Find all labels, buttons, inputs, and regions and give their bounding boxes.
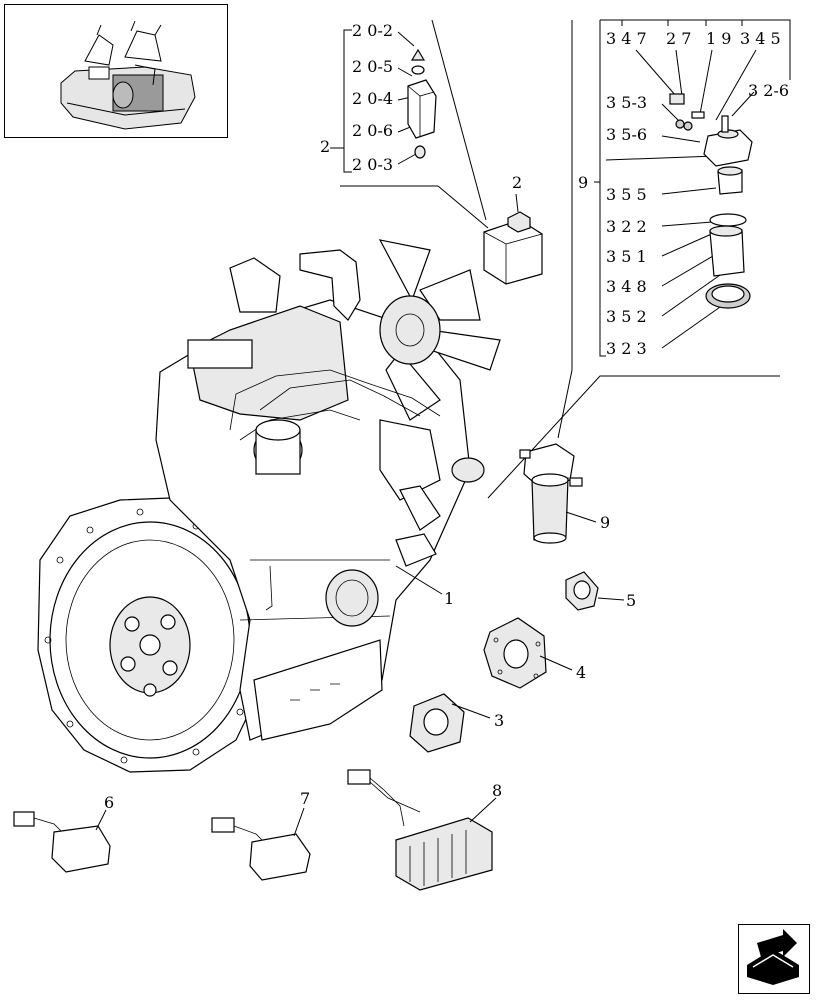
callout-9: 9 — [600, 513, 610, 532]
next-page-button[interactable] — [738, 924, 810, 994]
label-top-4: 3 4 5 — [740, 29, 781, 48]
callout-8: 8 — [492, 781, 502, 800]
label-top-3: 1 9 — [706, 29, 731, 48]
label-2-0-2: 2 0-2 — [352, 21, 393, 40]
machine-thumbnail-icon — [60, 20, 196, 130]
hose-icon — [399, 485, 441, 531]
o-ring-large-icon — [709, 213, 747, 227]
o-ring-icon — [411, 65, 425, 75]
callout-1: 1 — [444, 589, 454, 608]
connector-icon — [347, 769, 371, 785]
label-2-0-3: 2 0-3 — [352, 155, 393, 174]
voltage-regulator-icon — [395, 817, 493, 891]
thermostat-housing-icon — [229, 257, 281, 313]
cap-icon — [410, 48, 426, 61]
label-2-0-5: 2 0-5 — [352, 57, 393, 76]
callout-6: 6 — [104, 793, 114, 812]
callout-9-box: 9 — [578, 173, 588, 192]
label-3-5-3: 3 5-3 — [606, 93, 647, 112]
timer-module-icon — [249, 833, 311, 881]
container-cap-icon — [507, 211, 531, 233]
bracket-top-line — [600, 19, 791, 80]
label-top-2: 2 7 — [666, 29, 691, 48]
callout-7: 7 — [300, 789, 310, 808]
label-2-side: 2 — [320, 137, 330, 156]
relay-module-icon — [51, 825, 111, 873]
switch-body-icon — [407, 79, 437, 139]
part-9-fuel-filter: 9 — [487, 375, 780, 544]
label-3-5-2: 3 5 2 — [606, 307, 647, 326]
part-4-gasket: 4 — [483, 617, 586, 689]
water-outlet-icon — [299, 249, 361, 321]
filter-head-icon — [703, 129, 753, 167]
label-3-2-2: 3 2 2 — [606, 217, 647, 236]
label-3-5-1: 3 5 1 — [606, 247, 647, 266]
leader-2-box — [437, 185, 489, 229]
fan-pulley-icon — [379, 295, 441, 365]
seal-icon — [675, 119, 685, 129]
label-3-2-3: 3 2 3 — [606, 339, 647, 358]
bleed-screw-icon — [669, 93, 685, 105]
callout-4: 4 — [576, 663, 586, 682]
dipstick-icon — [265, 565, 273, 611]
label-3-5-6: 3 5-6 — [606, 125, 647, 144]
fan-blade-icon — [378, 239, 431, 302]
machine-locator-thumbnail — [4, 4, 228, 138]
part-7-module: 7 — [211, 789, 311, 881]
part-3-gasket: 3 — [409, 693, 504, 753]
sensor-callout-group: 2 0-2 2 0-5 2 0-4 2 0-6 2 0-3 2 — [320, 19, 489, 229]
label-3-5-5: 3 5 5 — [606, 185, 647, 204]
next-page-arrow-icon — [747, 929, 799, 985]
connector-icon — [211, 817, 235, 833]
part-6-module: 6 — [13, 793, 114, 873]
callout-3: 3 — [494, 711, 504, 730]
label-2-0-4: 2 0-4 — [352, 89, 393, 108]
engine-assembly — [37, 239, 501, 773]
fuel-filter-exploded-group: 9 3 4 7 2 7 1 9 3 4 5 3 2-6 3 5-3 3 5-6 … — [557, 19, 791, 439]
part-5-gasket: 5 — [565, 571, 636, 611]
nut-icon — [414, 145, 426, 159]
leader-1 — [395, 565, 443, 595]
oil-filter-icon — [325, 569, 379, 627]
leader-20x-to-2 — [431, 19, 487, 221]
connector-icon — [13, 811, 35, 827]
part-2-container: 2 — [483, 173, 543, 285]
callout-2: 2 — [512, 173, 522, 192]
leader-9-to-filter — [557, 369, 573, 439]
label-3-2-6: 3 2-6 — [748, 81, 789, 100]
part-8-regulator: 8 — [347, 769, 502, 891]
label-2-0-6: 2 0-6 — [352, 121, 393, 140]
filter-bowl-icon — [709, 229, 745, 277]
washer-icon — [691, 111, 705, 119]
bracket-line-left — [343, 29, 352, 173]
label-top-1: 3 4 7 — [606, 29, 647, 48]
callout-5: 5 — [626, 591, 636, 610]
cylinder-head-icon — [189, 305, 349, 421]
bracket-right-vertical — [599, 20, 606, 357]
label-3-4-8: 3 4 8 — [606, 277, 647, 296]
fuel-line-icon — [229, 369, 441, 431]
valve-cover-icon — [187, 339, 253, 369]
